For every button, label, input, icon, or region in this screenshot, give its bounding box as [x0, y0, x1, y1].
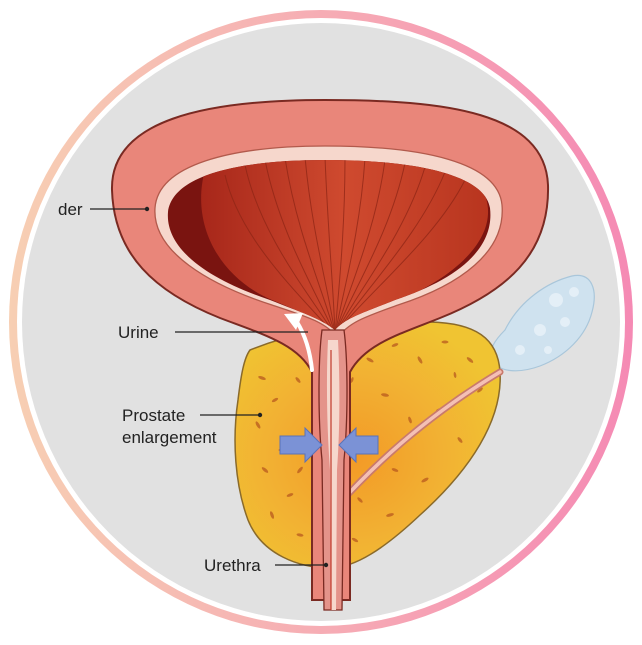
label-prostate-line2: enlargement: [122, 428, 217, 447]
label-urine: Urine: [118, 323, 159, 342]
label-urethra: Urethra: [204, 556, 261, 575]
label-bladder: der: [58, 200, 83, 219]
label-prostate-line1: Prostate: [122, 406, 185, 425]
